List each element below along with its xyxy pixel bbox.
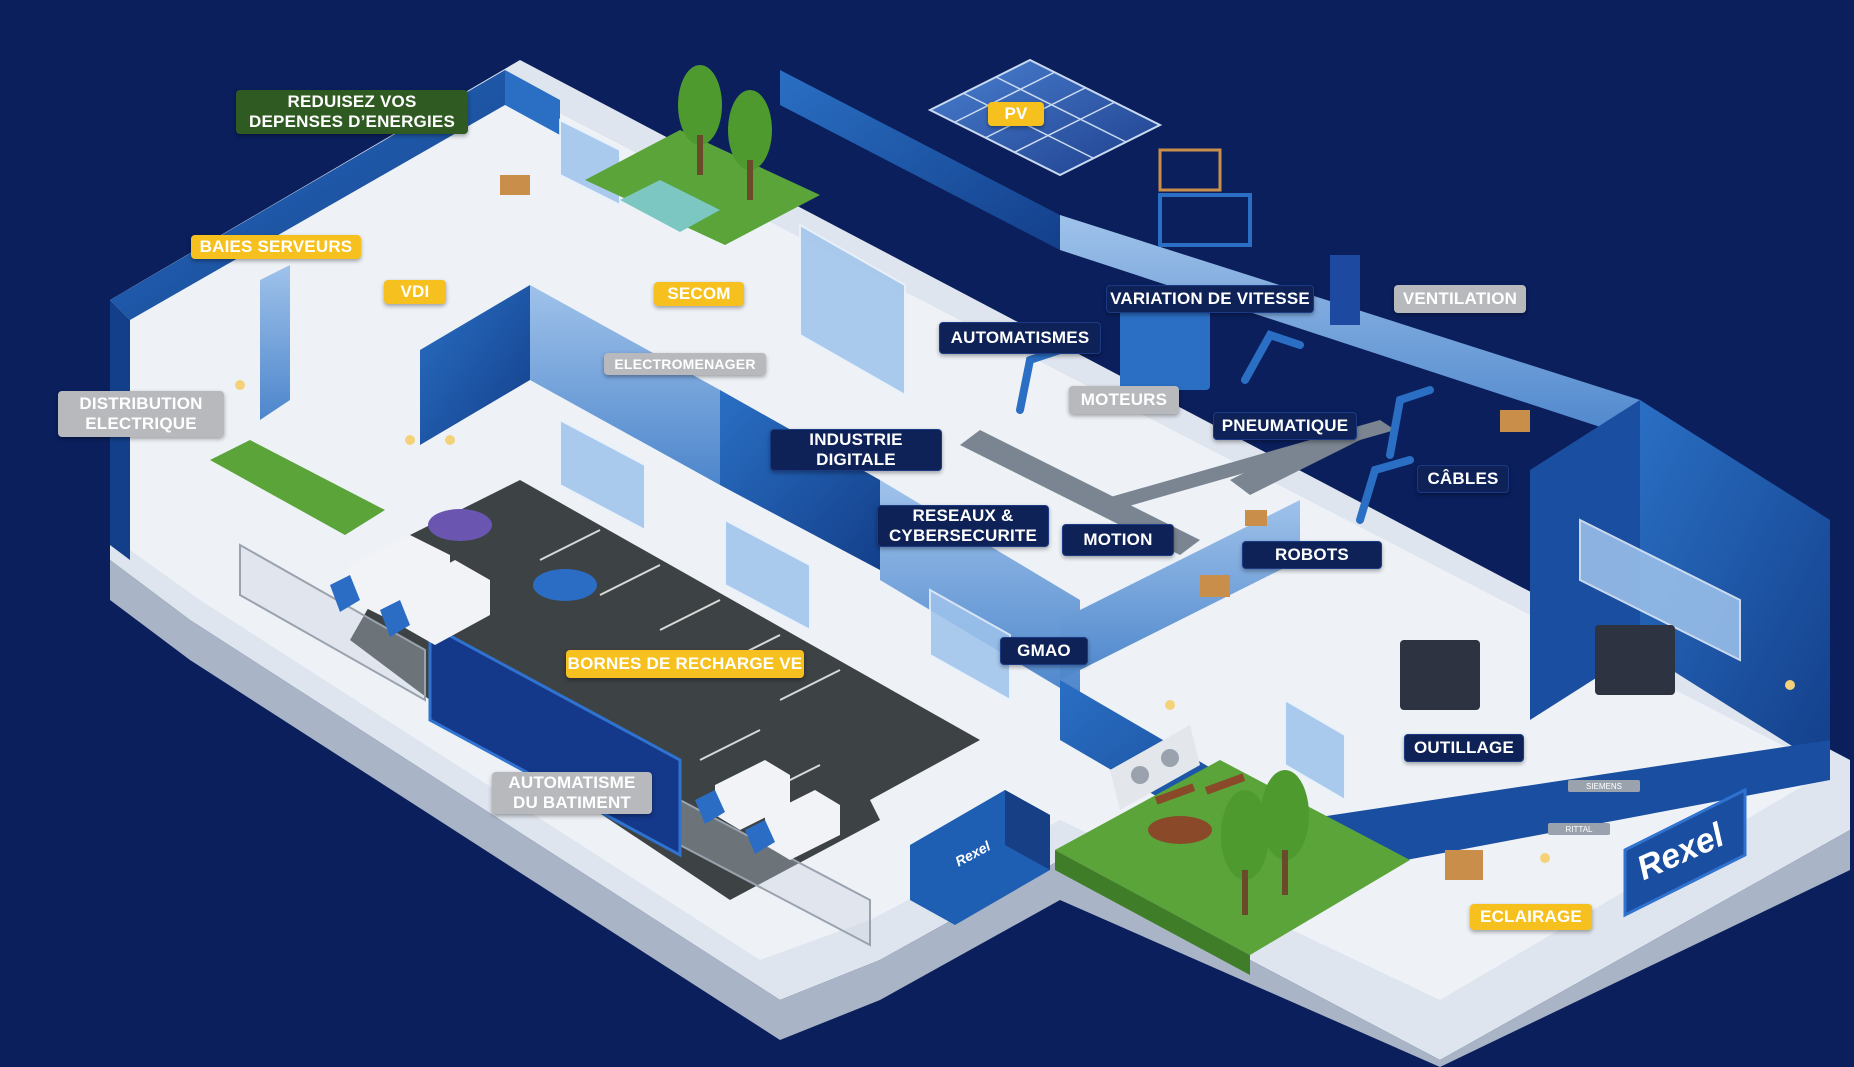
- label-reduisez-depenses-energies[interactable]: REDUISEZ VOS DEPENSES D’ENERGIES: [236, 90, 468, 134]
- label-secom[interactable]: SECOM: [654, 282, 744, 306]
- outer-walls: [110, 70, 1830, 880]
- solar-panels: [927, 58, 1163, 177]
- boxes: [500, 148, 1530, 880]
- siemens-tag: SIEMENS: [1586, 782, 1622, 791]
- label-pneumatique[interactable]: PNEUMATIQUE: [1213, 412, 1357, 440]
- rittal-tag: RITTAL: [1566, 825, 1594, 834]
- wall-lights: [235, 380, 1795, 863]
- rexel-wall-sign: Rexel: [1623, 787, 1747, 918]
- glass-rooms: [559, 118, 1741, 802]
- label-vdi[interactable]: VDI: [384, 280, 446, 304]
- label-automatisme-du-batiment[interactable]: AUTOMATISME DU BATIMENT: [492, 772, 652, 814]
- label-eclairage[interactable]: ECLAIRAGE: [1470, 904, 1592, 930]
- label-pv[interactable]: PV: [988, 102, 1044, 126]
- label-robots[interactable]: ROBOTS: [1242, 541, 1382, 569]
- label-industrie-digitale[interactable]: INDUSTRIE DIGITALE: [770, 429, 942, 471]
- hvac-unit: [1110, 725, 1200, 810]
- label-automatismes[interactable]: AUTOMATISMES: [939, 322, 1101, 354]
- label-motion[interactable]: MOTION: [1062, 524, 1174, 556]
- label-distribution-electrique[interactable]: DISTRIBUTION ELECTRIQUE: [58, 391, 224, 437]
- trucks: [330, 535, 840, 860]
- label-moteurs[interactable]: MOTEURS: [1069, 386, 1179, 414]
- cars: [428, 509, 597, 601]
- label-variation-de-vitesse[interactable]: VARIATION DE VITESSE: [1106, 285, 1314, 313]
- brand-tags: SIEMENS RITTAL: [1548, 780, 1640, 835]
- label-ventilation[interactable]: VENTILATION: [1394, 285, 1526, 313]
- label-bornes-de-recharge-ve[interactable]: BORNES DE RECHARGE VE: [566, 650, 804, 678]
- factory-machinery: [960, 193, 1675, 710]
- label-outillage[interactable]: OUTILLAGE: [1404, 734, 1524, 762]
- picnic-tables: [1148, 773, 1246, 844]
- label-electromenager[interactable]: ELECTROMENAGER: [604, 353, 766, 375]
- label-gmao[interactable]: GMAO: [1000, 637, 1088, 665]
- label-reseaux-cybersecurite[interactable]: RESEAUX & CYBERSECURITE: [877, 505, 1049, 547]
- trees: [678, 65, 1309, 915]
- label-cables[interactable]: CÂBLES: [1417, 465, 1509, 493]
- label-baies-serveurs[interactable]: BAIES SERVEURS: [191, 235, 361, 259]
- shipping-container: [910, 790, 1050, 925]
